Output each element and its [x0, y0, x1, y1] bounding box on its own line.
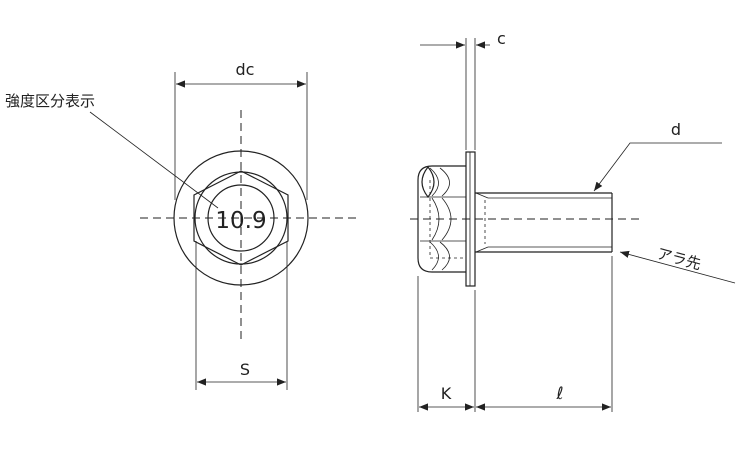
strength-marking-leader	[89, 111, 219, 209]
thread-runout-top	[475, 192, 489, 199]
flange-profile	[465, 151, 476, 287]
d-leader	[593, 142, 722, 192]
flange-circle	[173, 150, 309, 286]
c-label: c	[497, 29, 506, 48]
head-arc-upper	[421, 166, 435, 198]
head-arc-facet-5	[429, 241, 439, 271]
thread-runout-bottom	[475, 246, 489, 253]
hidden-flange-edge	[429, 180, 466, 259]
hex-head-outline	[193, 170, 289, 266]
strength-marking-label: 強度区分表示	[5, 92, 95, 110]
ara-saki-label: アラ先	[655, 244, 703, 273]
strength-grade-mark: 10.9	[215, 208, 266, 234]
marking-circle	[207, 184, 275, 252]
head-arc-facet-4	[441, 197, 452, 241]
s-label: S	[240, 360, 250, 379]
chamfer-circle	[194, 171, 288, 265]
length-label: ℓ	[555, 384, 563, 404]
dc-label: dc	[236, 60, 255, 79]
head-arc-facet-2	[439, 167, 450, 197]
k-label: K	[441, 384, 452, 403]
side-view: c d アラ先 K ℓ	[410, 29, 736, 412]
ara-saki-leader	[619, 250, 736, 284]
hex-head-profile	[417, 165, 466, 273]
head-arc-facet-1	[429, 167, 439, 197]
head-arc-facet-3	[431, 197, 440, 241]
front-view: 10.9 強度区分表示 dc S	[5, 60, 360, 390]
head-arc-facet-6	[439, 241, 450, 271]
d-label: d	[671, 120, 681, 139]
